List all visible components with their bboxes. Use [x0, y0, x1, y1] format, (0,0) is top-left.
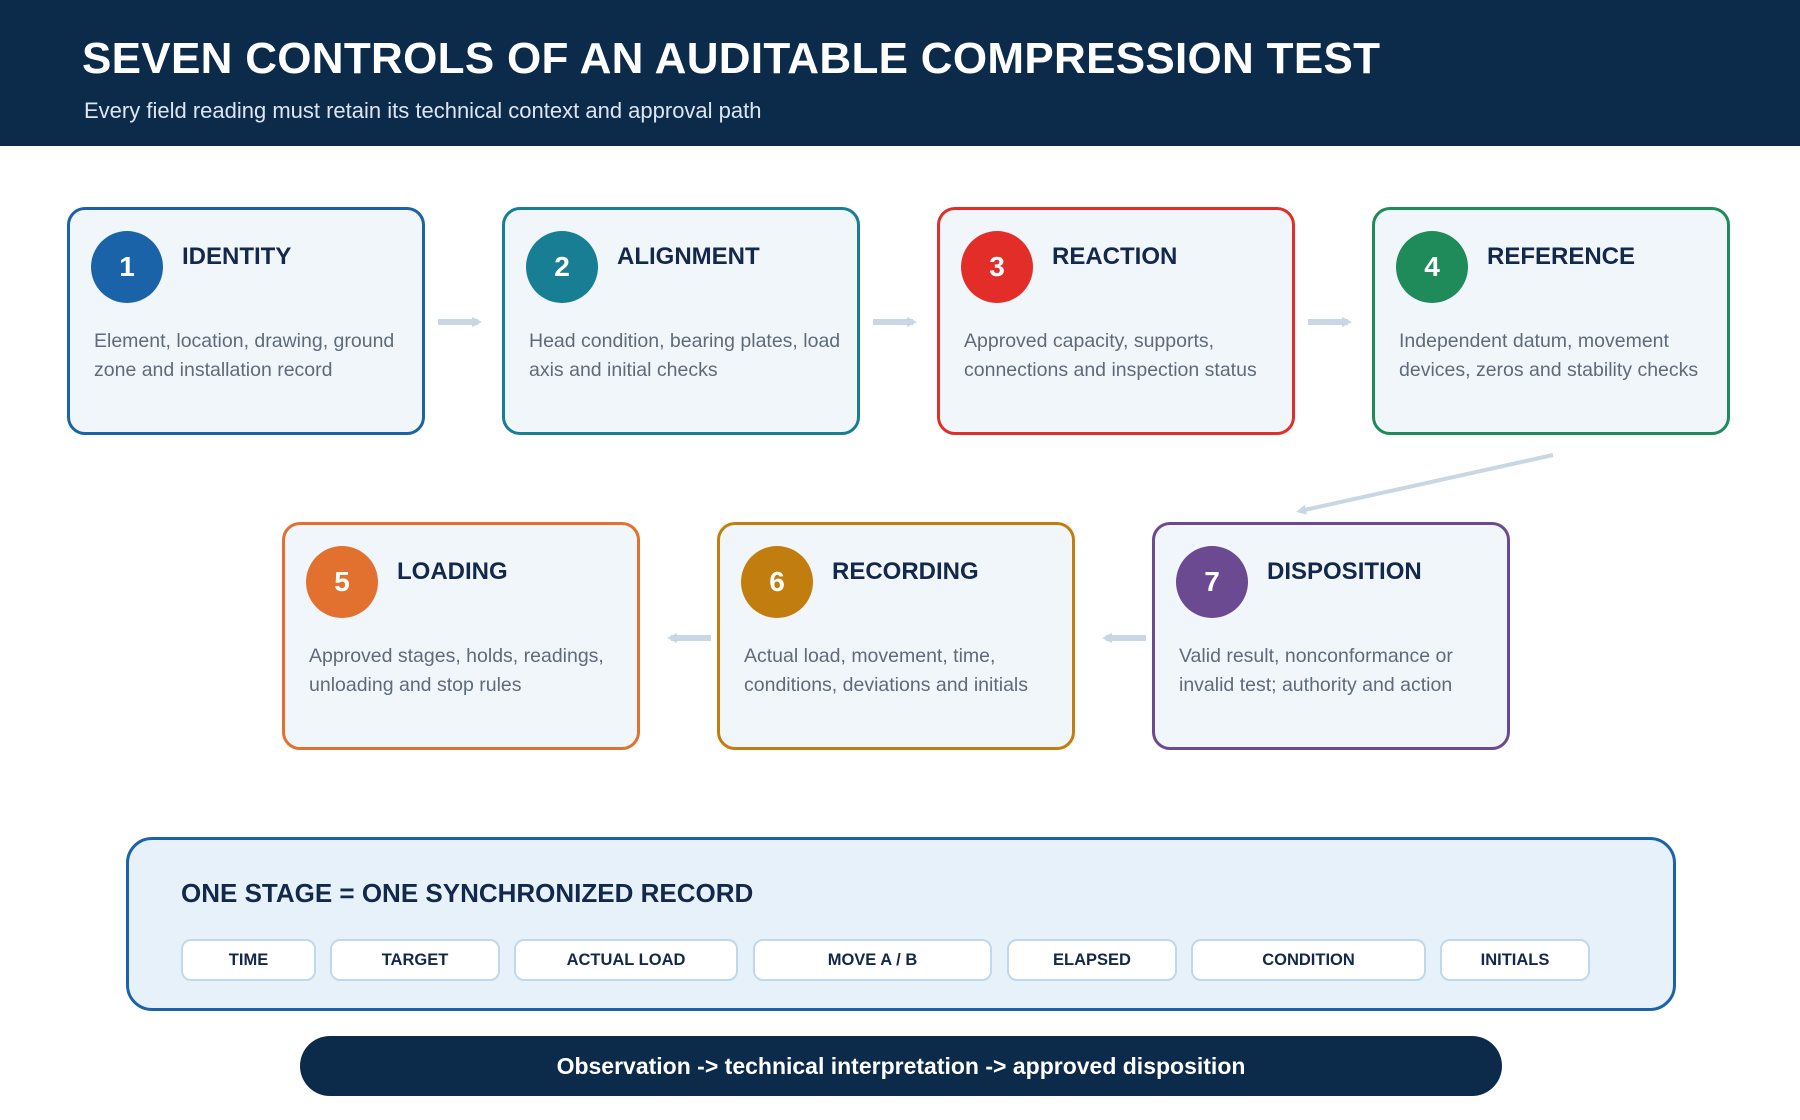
- step-number-badge: 3: [961, 231, 1033, 303]
- step-card-reference: 4 REFERENCE Independent datum, movement …: [1372, 207, 1730, 435]
- page-subtitle: Every field reading must retain its tech…: [84, 98, 762, 123]
- step-description: Approved capacity, supports, connections…: [964, 330, 1257, 381]
- step-title: DISPOSITION: [1267, 558, 1422, 585]
- step-number-badge: 5: [306, 546, 378, 618]
- step-number-badge: 6: [741, 546, 813, 618]
- step-card-loading: 5 LOADING Approved stages, holds, readin…: [282, 522, 640, 750]
- step-description: Actual load, movement, time, conditions,…: [744, 645, 1029, 696]
- step-description: Approved stages, holds, readings, unload…: [309, 645, 604, 696]
- step-card-recording: 6 RECORDING Actual load, movement, time,…: [717, 522, 1075, 750]
- record-field-chip: ACTUAL LOAD: [514, 939, 738, 981]
- record-field-chip: CONDITION: [1191, 939, 1426, 981]
- step-description: Independent datum, movement devices, zer…: [1399, 330, 1699, 381]
- step-number-badge: 7: [1176, 546, 1248, 618]
- step-card-identity: 1 IDENTITY Element, location, drawing, g…: [67, 207, 425, 435]
- step-description: Head condition, bearing plates, load axi…: [529, 330, 841, 381]
- step-description: Element, location, drawing, ground zone …: [94, 330, 395, 381]
- step-title: RECORDING: [832, 558, 979, 585]
- record-field-chip: INITIALS: [1440, 939, 1590, 981]
- record-field-chip: TIME: [181, 939, 316, 981]
- step-card-reaction: 3 REACTION Approved capacity, supports, …: [937, 207, 1295, 435]
- step-number-badge: 1: [91, 231, 163, 303]
- arrow-4-to-7: [1296, 453, 1554, 515]
- header-band: SEVEN CONTROLS OF AN AUDITABLE COMPRESSI…: [0, 0, 1800, 146]
- synchronized-record-panel: ONE STAGE = ONE SYNCHRONIZED RECORD TIME…: [126, 837, 1676, 1011]
- step-card-disposition: 7 DISPOSITION Valid result, nonconforman…: [1152, 522, 1510, 750]
- step-description: Valid result, nonconformance or invalid …: [1179, 645, 1453, 696]
- step-title: REFERENCE: [1487, 243, 1636, 270]
- step-title: IDENTITY: [182, 243, 292, 270]
- workflow-summary-banner: Observation -> technical interpretation …: [300, 1036, 1502, 1096]
- step-title: REACTION: [1052, 243, 1178, 270]
- step-number-badge: 4: [1396, 231, 1468, 303]
- step-title: ALIGNMENT: [617, 243, 760, 270]
- step-card-alignment: 2 ALIGNMENT Head condition, bearing plat…: [502, 207, 860, 435]
- record-field-chip: TARGET: [330, 939, 500, 981]
- step-title: LOADING: [397, 558, 508, 585]
- record-field-chip: MOVE A / B: [753, 939, 992, 981]
- page-title: SEVEN CONTROLS OF AN AUDITABLE COMPRESSI…: [82, 34, 1381, 83]
- record-panel-title: ONE STAGE = ONE SYNCHRONIZED RECORD: [181, 878, 754, 908]
- record-field-chip: ELAPSED: [1007, 939, 1177, 981]
- step-number-badge: 2: [526, 231, 598, 303]
